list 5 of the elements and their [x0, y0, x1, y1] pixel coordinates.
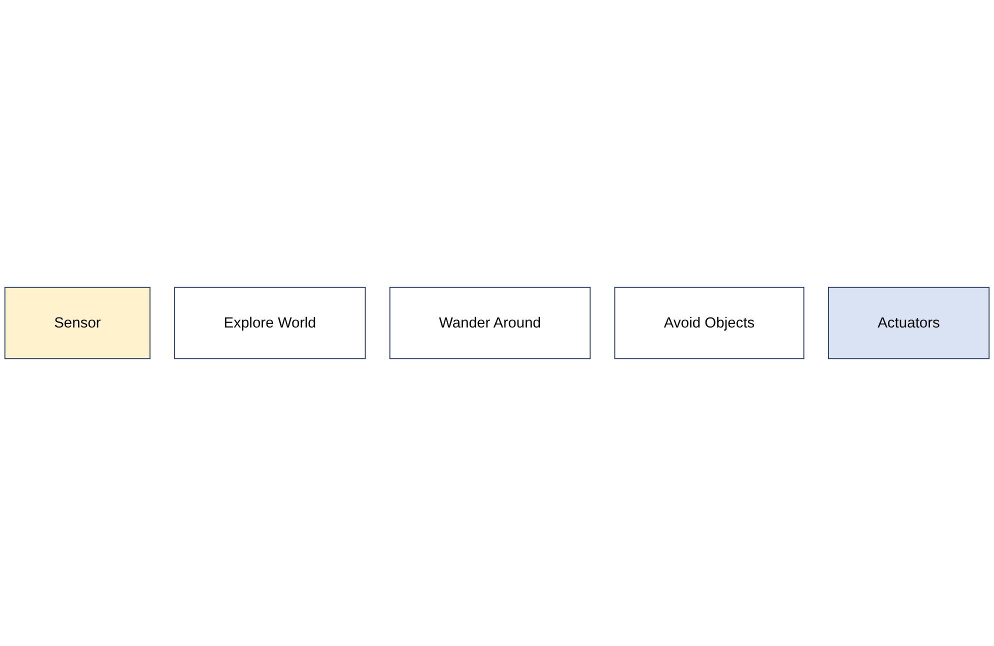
node-box: Avoid Objects — [614, 286, 804, 360]
node-box: Actuators — [828, 286, 990, 360]
node-box: Wander Around — [389, 286, 591, 360]
node-box: Explore World — [174, 286, 366, 360]
node-box: Sensor — [4, 286, 150, 360]
